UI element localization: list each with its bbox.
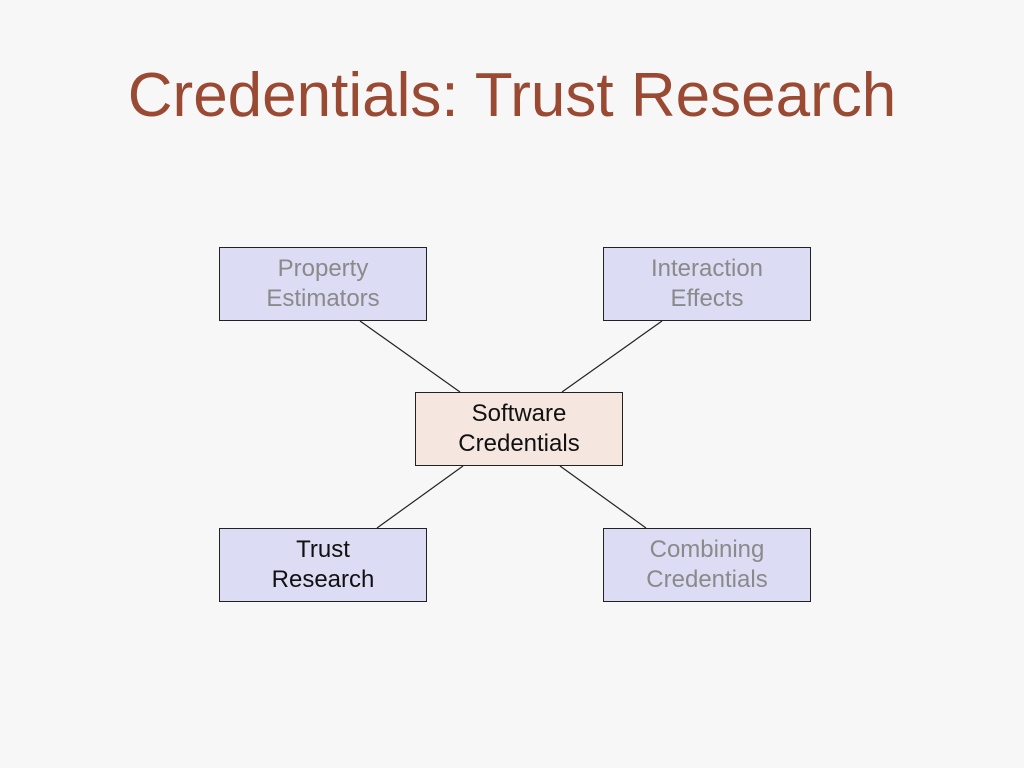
node-trust-research: Trust Research xyxy=(219,528,427,602)
node-label-line: Effects xyxy=(670,285,744,312)
node-label-line: Credentials xyxy=(646,566,768,593)
node-label-line: Trust xyxy=(296,536,350,563)
connector-top-left xyxy=(359,320,461,393)
node-interaction-effects: Interaction Effects xyxy=(603,247,811,321)
connector-bottom-left xyxy=(376,465,464,529)
node-label-line: Interaction xyxy=(650,255,764,282)
connector-bottom-right xyxy=(559,465,647,529)
node-label-line: Research xyxy=(271,566,375,593)
connector-top-right xyxy=(561,320,663,393)
node-label-line: Credentials xyxy=(458,430,580,457)
node-label-line: Estimators xyxy=(266,285,380,312)
node-label-line: Combining xyxy=(649,536,765,563)
node-property-estimators: Property Estimators xyxy=(219,247,427,321)
node-combining-credentials: Combining Credentials xyxy=(603,528,811,602)
slide-title: Credentials: Trust Research xyxy=(127,61,897,130)
node-label-line: Property xyxy=(277,255,369,282)
node-software-credentials: Software Credentials xyxy=(415,392,623,466)
node-label-line: Software xyxy=(471,400,567,427)
